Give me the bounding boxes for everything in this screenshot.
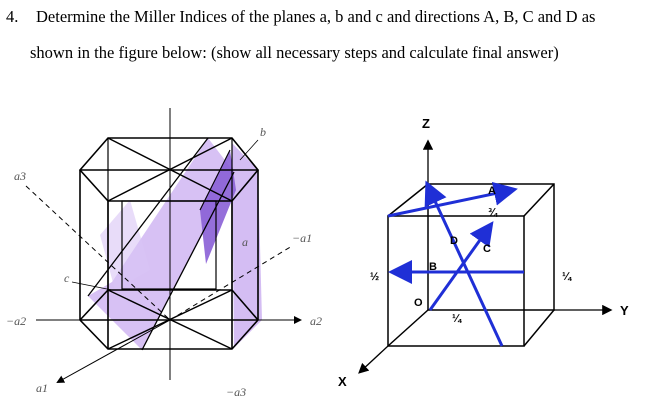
fraction-bottom-quarter: ¼ — [452, 313, 462, 325]
plane-label-b: b — [260, 125, 266, 139]
direction-label-B: B — [429, 261, 437, 273]
x-axis-label: X — [338, 374, 347, 389]
label-neg-a2: −a2 — [6, 314, 26, 328]
y-axis-label: Y — [620, 303, 629, 318]
label-neg-a3: −a3 — [226, 385, 246, 399]
plane-b-fill — [200, 150, 236, 264]
label-a3: a3 — [14, 169, 26, 183]
cube-edge-tr — [523, 183, 555, 217]
plane-a-fill — [232, 143, 262, 348]
label-a2: a2 — [310, 314, 322, 328]
label-neg-a1: −a1 — [292, 231, 312, 245]
x-axis — [358, 345, 389, 374]
cube-figure: Z Y X O A B C D ¾ ½ ¼ ¼ — [338, 116, 629, 389]
cube-back-face — [427, 183, 555, 311]
plane-c-line-1 — [87, 137, 209, 297]
question-line-1: 4. Determine the Miller Indices of the pl… — [6, 8, 595, 26]
a1-axis — [56, 319, 171, 383]
direction-label-A: A — [488, 185, 496, 197]
cube-edge-tl — [387, 183, 429, 217]
direction-D-arrow — [424, 180, 504, 347]
fraction-right-quarter: ¼ — [562, 271, 572, 283]
cube-edge-br — [523, 309, 555, 347]
question-text-1: Determine the Miller Indices of the plan… — [36, 7, 596, 26]
plane-c-fill — [88, 138, 234, 350]
a3-dashed-axis — [25, 185, 171, 321]
direction-A-arrow — [387, 181, 518, 218]
b-pointer-line — [239, 139, 259, 161]
question-number: 4. — [6, 7, 19, 26]
origin-label: O — [414, 297, 423, 309]
direction-label-D: D — [450, 235, 458, 247]
label-a1: a1 — [36, 381, 48, 395]
fraction-top-three-quarter: ¾ — [488, 207, 498, 219]
question-line-2: shown in the figure below: (show all nec… — [30, 43, 559, 62]
fraction-left-half: ½ — [370, 271, 379, 283]
plane-small-fill — [100, 200, 150, 290]
plane-label-c: c — [64, 271, 70, 285]
plane-b-line — [199, 149, 231, 211]
z-axis-label: Z — [422, 116, 430, 131]
direction-label-C: C — [483, 243, 491, 255]
cube-edge-bl — [387, 309, 429, 347]
hex-inner-box — [121, 200, 217, 290]
plane-label-a: a — [242, 235, 248, 249]
c-pointer-line — [71, 281, 113, 291]
neg-a1-dashed-axis — [169, 245, 293, 321]
direction-C-arrow — [428, 221, 494, 311]
